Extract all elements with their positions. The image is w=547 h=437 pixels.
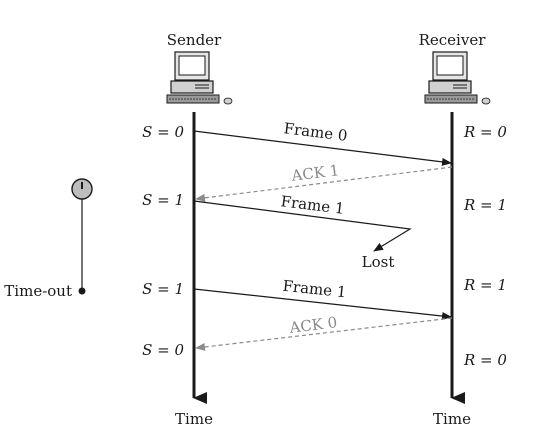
lost-label: Lost: [362, 253, 395, 271]
receiver-time-label: Time: [433, 410, 471, 428]
sender-state: S = 0: [142, 341, 184, 359]
ack-0-arrow: [195, 317, 453, 351]
timeout-label: Time-out: [4, 282, 72, 300]
frame-1-lost-arrow: [193, 200, 412, 252]
receiver-state: R = 1: [463, 196, 507, 214]
frame-1-resend-label: Frame 1: [282, 277, 347, 302]
receiver-state: R = 0: [463, 351, 507, 369]
computer-icon: [166, 51, 233, 105]
timer-clock-icon: [71, 178, 93, 200]
sender-state: S = 1: [142, 191, 184, 209]
sender-title: Sender: [167, 31, 222, 49]
ack-1-arrow: [195, 166, 453, 202]
receiver-title: Receiver: [419, 31, 487, 49]
ack-0-label: ACK 0: [288, 313, 339, 337]
frame-1-lost-label: Frame 1: [280, 192, 346, 218]
sender-state: S = 1: [142, 280, 184, 298]
receiver-state: R = 1: [463, 276, 507, 294]
sender-time-label: Time: [175, 410, 213, 428]
frame-0-label: Frame 0: [283, 119, 349, 145]
ack-1-label: ACK 1: [290, 161, 341, 185]
frame-1-resend-arrow: [193, 288, 452, 321]
sender-state: S = 0: [142, 123, 184, 141]
computer-icon: [424, 51, 491, 105]
frame-0-arrow: [193, 130, 452, 166]
receiver-state: R = 0: [463, 123, 507, 141]
timeout-dot: [78, 287, 86, 295]
